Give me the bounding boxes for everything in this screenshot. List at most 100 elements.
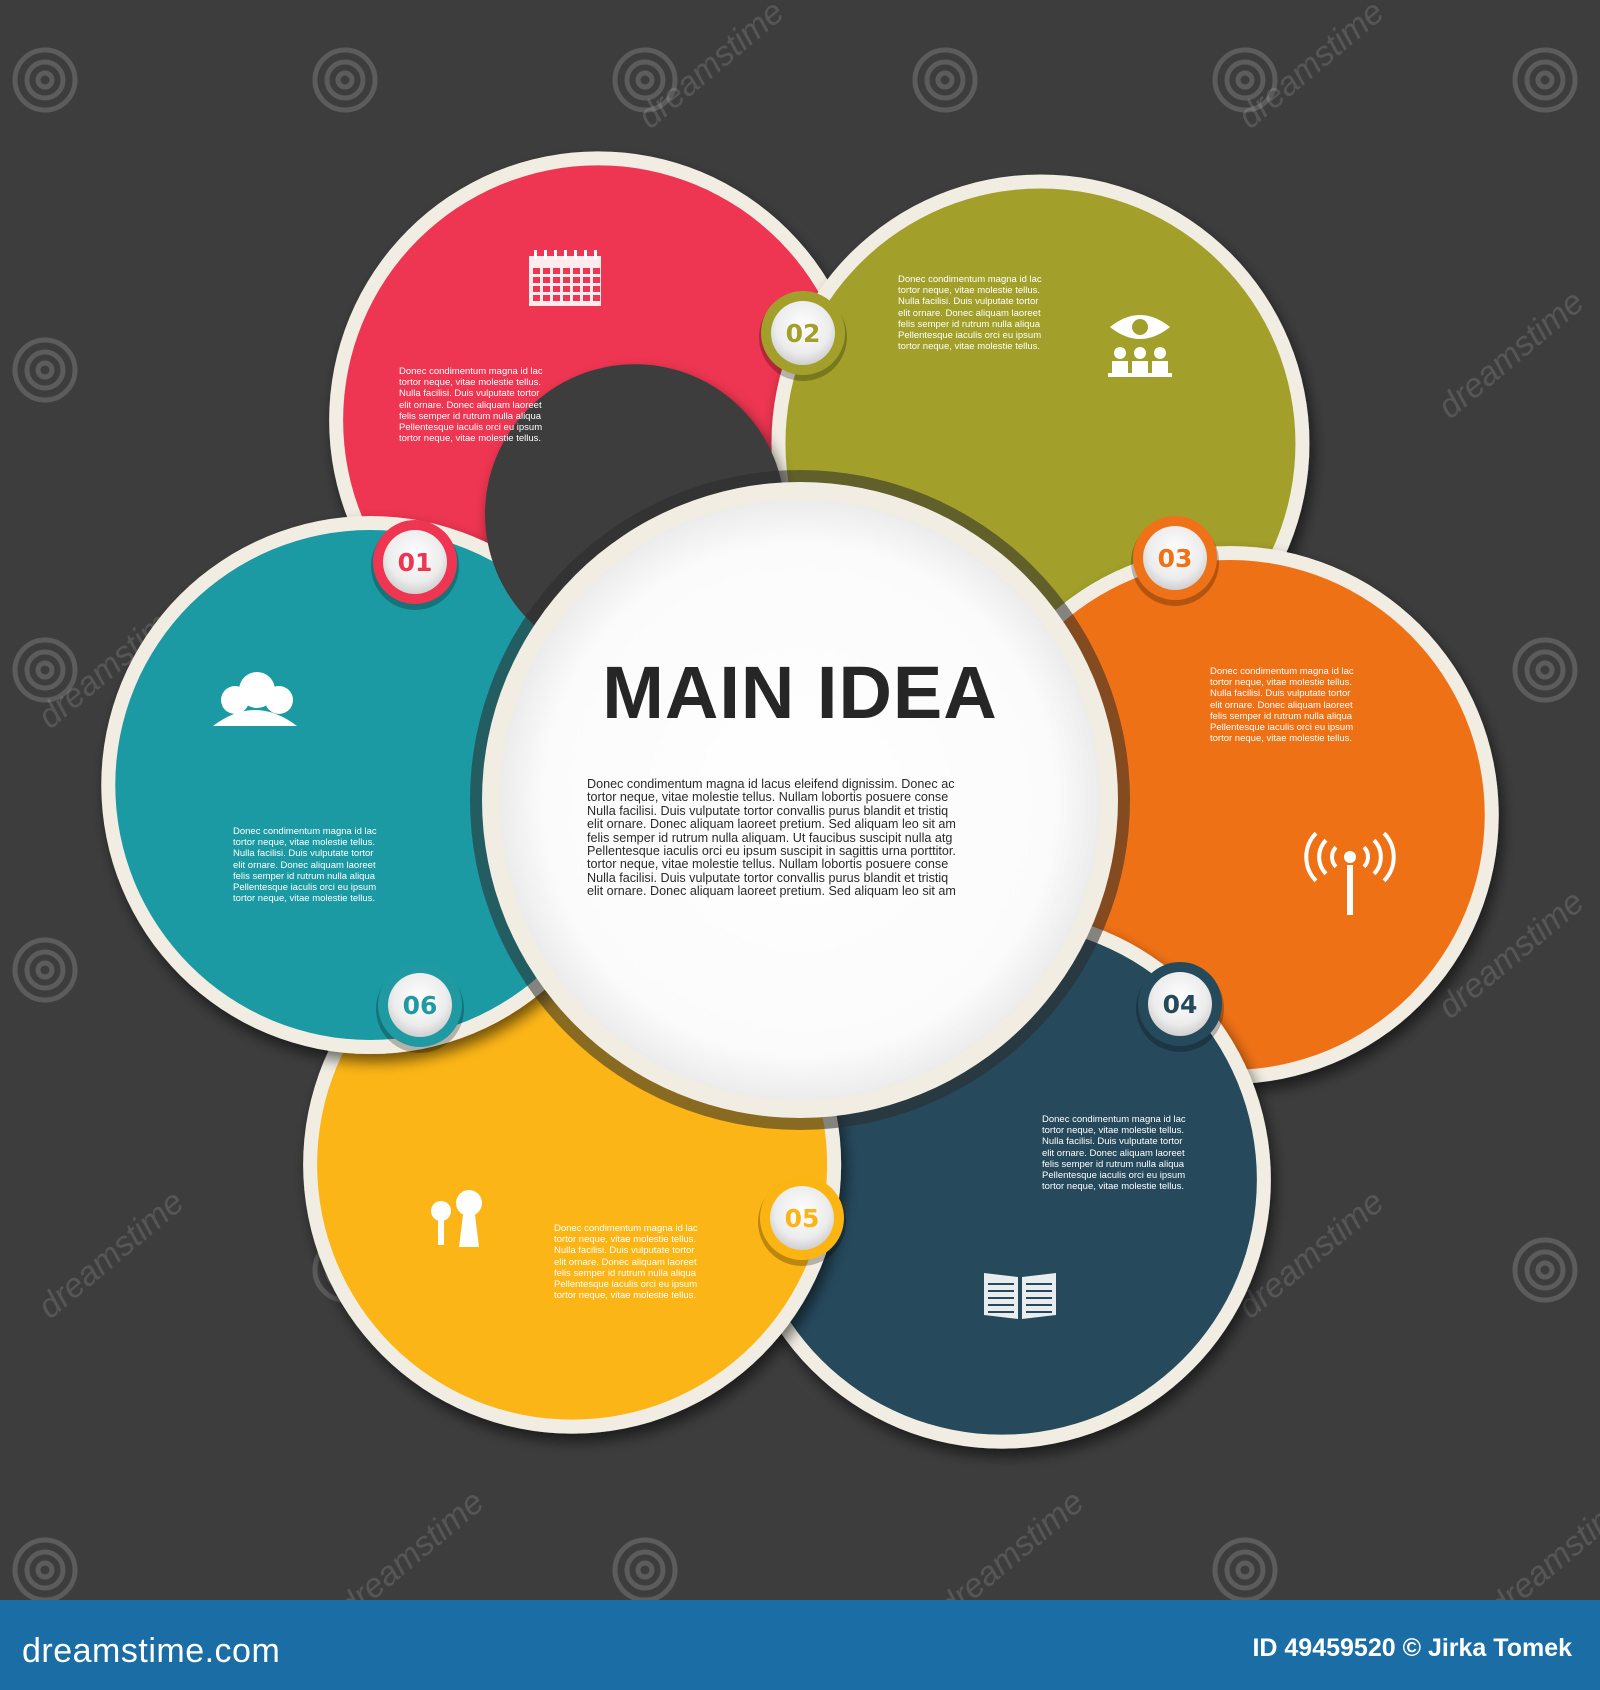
spiral-ring <box>1535 1260 1555 1280</box>
calendar-cell <box>553 277 560 283</box>
people-base <box>1108 373 1172 377</box>
calendar-cell <box>593 268 600 274</box>
spiral-ring <box>24 59 66 101</box>
watermark-spiral-icon <box>912 47 978 113</box>
step-01-badge: 01 <box>371 520 459 610</box>
step-04-badge: 04 <box>1136 962 1224 1052</box>
spiral-ring <box>35 660 55 680</box>
calendar-ring <box>594 250 597 259</box>
step-06-text: Donec condimentum magna id lac tortor ne… <box>233 826 377 905</box>
step-number: 06 <box>403 991 438 1020</box>
watermark-spiral-icon <box>1212 47 1278 113</box>
signal-wave <box>1304 831 1318 883</box>
spiral-ring <box>912 47 978 113</box>
tower-top <box>1344 851 1356 863</box>
calendar-cell <box>563 268 570 274</box>
spiral-ring <box>35 70 55 90</box>
watermark-text: dreamstime <box>1231 0 1391 136</box>
watermark-spiral-icon <box>1512 47 1578 113</box>
calendar-cell <box>543 268 550 274</box>
step-number: 04 <box>1163 990 1198 1019</box>
spiral-ring <box>1512 47 1578 113</box>
book-line <box>1026 1304 1052 1306</box>
badge-face <box>388 973 452 1037</box>
calendar-icon <box>529 250 601 306</box>
spiral-ring <box>324 59 366 101</box>
calendar-cell <box>593 277 600 283</box>
step-number: 01 <box>398 548 433 577</box>
spiral-ring <box>1212 47 1278 113</box>
infographic-canvas: dreamstime dreamstime dreamstime dreamstime… <box>12 0 1600 1600</box>
watermark-spiral-icon <box>1512 637 1578 703</box>
center-circle <box>500 500 1100 1100</box>
spiral-ring <box>35 1560 55 1580</box>
badge-face <box>771 301 835 365</box>
calendar-cell <box>533 268 540 274</box>
step-05-badge: 05 <box>758 1176 846 1266</box>
spiral-ring <box>624 59 666 101</box>
step-03-badge: 03 <box>1131 516 1219 606</box>
spiral-ring <box>624 1549 666 1591</box>
step-03-text: Donec condimentum magna id lac tortor ne… <box>1210 666 1354 745</box>
watermark-spiral-icon <box>12 47 78 113</box>
badge-face <box>1143 526 1207 590</box>
spiral-ring <box>935 70 955 90</box>
tree-trunk <box>438 1219 444 1245</box>
signal-wave <box>1330 845 1338 869</box>
spiral-ring <box>1524 649 1566 691</box>
badge-face <box>383 530 447 594</box>
cloud-icon <box>213 672 297 726</box>
spiral-ring <box>1212 1537 1278 1600</box>
book-line <box>1026 1311 1052 1313</box>
spiral-ring <box>1524 1249 1566 1291</box>
calendar-cell <box>573 286 580 292</box>
spiral-ring <box>612 47 678 113</box>
step-01-text: Donec condimentum magna id lac tortor ne… <box>399 366 543 445</box>
calendar-cell <box>543 286 550 292</box>
calendar-ring <box>564 250 567 259</box>
person-head <box>1154 347 1166 359</box>
cloud-arch <box>213 710 297 726</box>
spiral-ring <box>1224 1549 1266 1591</box>
badge-face <box>770 1186 834 1250</box>
spiral-ring <box>12 337 78 403</box>
watermark-text: dreamstime <box>631 0 791 136</box>
spiral-ring <box>24 1549 66 1591</box>
watermark-text: dreamstime <box>931 1483 1091 1600</box>
spiral-ring <box>335 70 355 90</box>
footer-brand: dreamstime.com <box>22 1632 281 1670</box>
book-line <box>1026 1290 1052 1292</box>
calendar-cell <box>583 277 590 283</box>
calendar-ring <box>554 250 557 259</box>
step-number: 03 <box>1158 544 1193 573</box>
calendar-cell <box>563 277 570 283</box>
calendar-cell <box>573 268 580 274</box>
book-line <box>1026 1297 1052 1299</box>
spiral-ring <box>924 59 966 101</box>
watermark-spiral-icon <box>312 47 378 113</box>
open-book-icon <box>984 1273 1056 1319</box>
book-line <box>1026 1283 1052 1285</box>
calendar-ring <box>544 250 547 259</box>
footer-credit: ID 49459520 © Jirka Tomek <box>1252 1634 1572 1662</box>
watermark-spiral-icon <box>12 337 78 403</box>
watermark-text: dreamstime <box>1431 283 1591 426</box>
calendar-ring <box>534 250 537 259</box>
step-02-text: Donec condimentum magna id lac tortor ne… <box>898 274 1042 353</box>
book-line <box>988 1290 1014 1292</box>
calendar-ring <box>574 250 577 259</box>
main-idea-body: Donec condimentum magna id lacus eleifen… <box>587 777 956 899</box>
calendar-cell <box>553 295 560 301</box>
calendar-cell <box>583 286 590 292</box>
calendar-cell <box>553 268 560 274</box>
book-line <box>988 1304 1014 1306</box>
signal-wave <box>1382 831 1396 883</box>
spiral-ring <box>612 1537 678 1600</box>
spiral-ring <box>12 637 78 703</box>
calendar-cell <box>533 277 540 283</box>
book-line <box>988 1297 1014 1299</box>
watermark-text: dreamstime <box>331 1483 491 1600</box>
book-line <box>988 1311 1014 1313</box>
spiral-ring <box>1235 70 1255 90</box>
